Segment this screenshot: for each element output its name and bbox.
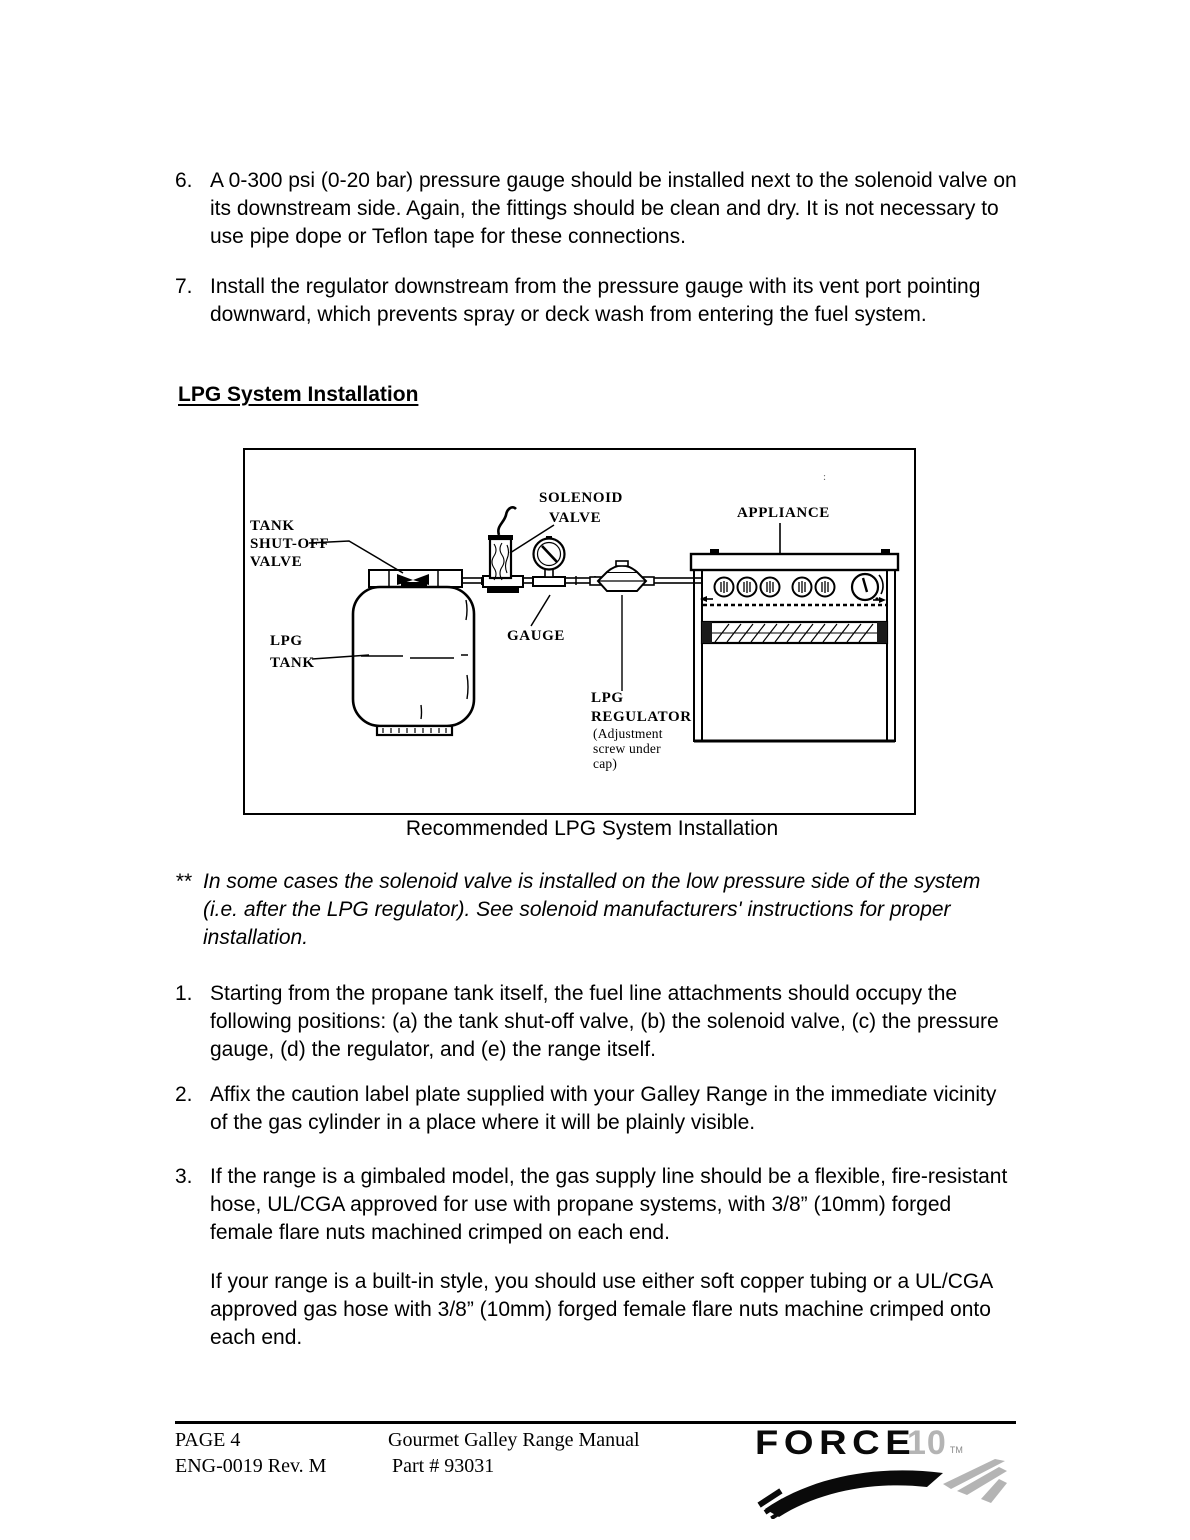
svg-text:SOLENOID: SOLENOID — [539, 490, 623, 506]
scan-artifact: : — [823, 471, 826, 483]
footer-doc-revision: ENG-0019 Rev. M — [175, 1455, 327, 1477]
thermostat-dial — [850, 572, 884, 602]
left-arrow-head — [700, 596, 707, 602]
list-number: 2. — [175, 1083, 193, 1106]
list-text: If the range is a gimbaled model, the ga… — [210, 1165, 1008, 1244]
svg-text:LPG: LPG — [591, 690, 624, 706]
label-lpg-tank: LPG TANK — [270, 633, 370, 671]
lpg-tank-drawing — [351, 569, 476, 737]
tank-shutoff-valve-drawing — [397, 574, 429, 585]
svg-text:VALVE: VALVE — [549, 510, 601, 526]
list-item-2: 2. Affix the caution label plate supplie… — [175, 1081, 1018, 1137]
list-text: A 0-300 psi (0-20 bar) pressure gauge sh… — [210, 169, 1017, 248]
list-number: 3. — [175, 1165, 193, 1188]
svg-text:cap): cap) — [593, 756, 617, 771]
section-heading: LPG System Installation — [178, 383, 419, 406]
regulator-drawing — [589, 560, 655, 691]
list-item-3: 3. If the range is a gimbaled model, the… — [175, 1163, 1018, 1247]
label-lpg-regulator: LPG REGULATOR (Adjustment screw under ca… — [591, 690, 692, 771]
list-number-spacer — [175, 1268, 210, 1352]
list-text: Affix the caution label plate supplied w… — [210, 1083, 997, 1134]
right-arrow-head — [879, 597, 886, 603]
list-item-7: 7. Install the regulator downstream from… — [175, 273, 1018, 329]
svg-text:screw under: screw under — [593, 741, 661, 756]
label-solenoid-valve: SOLENOID VALVE — [509, 490, 623, 554]
footer-manual-title: Gourmet Galley Range Manual — [388, 1429, 640, 1451]
list-number: 1. — [175, 982, 193, 1005]
svg-text:REGULATOR: REGULATOR — [591, 709, 692, 725]
svg-text:APPLIANCE: APPLIANCE — [737, 505, 830, 521]
footnote-marker: ** — [175, 870, 192, 893]
label-gauge: GAUGE — [507, 594, 565, 644]
list-text: Install the regulator downstream from th… — [210, 275, 981, 326]
lpg-system-diagram: : — [250, 471, 900, 771]
list-item-3-continued: If your range is a built-in style, you s… — [175, 1268, 1018, 1352]
svg-text:VALVE: VALVE — [250, 554, 302, 570]
svg-text:TANK: TANK — [250, 518, 295, 534]
oven-handle — [700, 620, 889, 645]
logo-force-text: FORCE — [755, 1424, 917, 1462]
footnote-text: In some cases the solenoid valve is inst… — [203, 870, 981, 949]
appliance-drawing — [689, 549, 900, 743]
svg-text:(Adjustment: (Adjustment — [593, 726, 663, 741]
brand-logo: FORCE 10 TM — [755, 1424, 1015, 1524]
svg-text:LPG: LPG — [270, 633, 303, 649]
footer-part-number: Part # 93031 — [392, 1455, 495, 1477]
solenoid-wire — [497, 506, 517, 536]
label-appliance: APPLIANCE — [737, 505, 830, 553]
logo-swoosh — [757, 1459, 1007, 1521]
list-item-6: 6. A 0-300 psi (0-20 bar) pressure gauge… — [175, 167, 1018, 251]
footer-rule — [175, 1421, 1016, 1424]
figure-frame: : — [243, 448, 916, 815]
solenoid-valve-drawing — [482, 506, 524, 593]
svg-text:TANK: TANK — [270, 655, 315, 671]
burner-knobs — [713, 576, 836, 598]
footnote: ** In some cases the solenoid valve is i… — [175, 868, 1015, 952]
footer-page-number: PAGE 4 — [175, 1429, 241, 1451]
list-text: Starting from the propane tank itself, t… — [210, 982, 999, 1061]
list-item-1: 1. Starting from the propane tank itself… — [175, 980, 1018, 1064]
figure-caption: Recommended LPG System Installation — [405, 817, 779, 840]
list-number: 6. — [175, 169, 193, 192]
list-number: 7. — [175, 275, 193, 298]
svg-text:SHUT-OFF: SHUT-OFF — [250, 536, 329, 552]
logo-ten-text: 10 — [907, 1424, 947, 1462]
logo-trademark: TM — [949, 1445, 963, 1455]
list-text: If your range is a built-in style, you s… — [210, 1270, 993, 1349]
gauge-drawing — [532, 536, 566, 587]
label-tank-shutoff-valve: TANK SHUT-OFF VALVE — [250, 518, 404, 574]
svg-text:GAUGE: GAUGE — [507, 628, 565, 644]
